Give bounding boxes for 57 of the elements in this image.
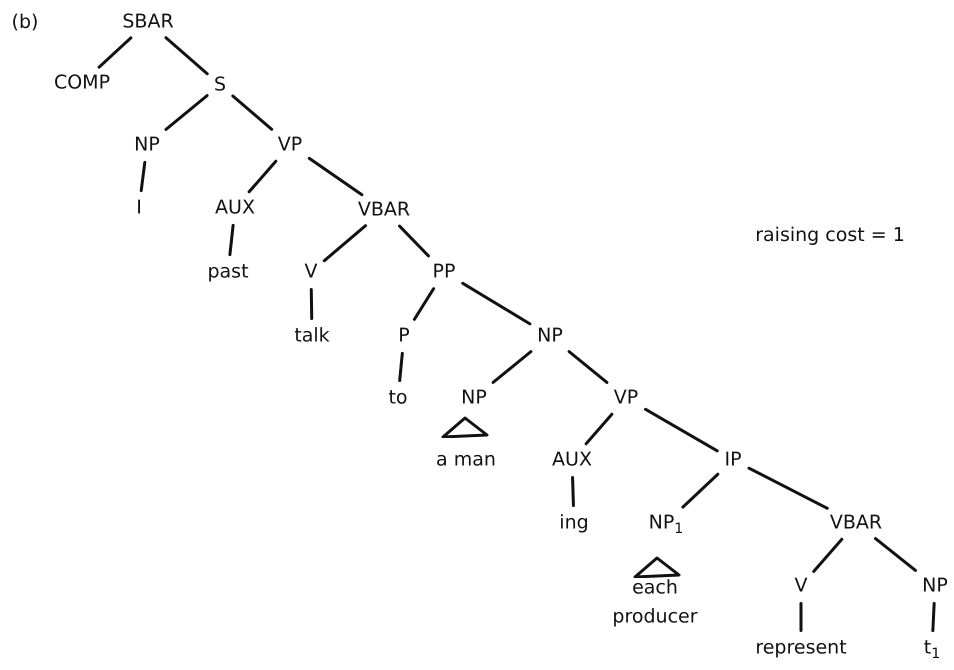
panel-label: (b) [12, 11, 38, 33]
tree-node-label: SBAR [119, 10, 177, 34]
tree-branch [231, 94, 274, 131]
tree-branch [931, 602, 936, 632]
cost-note: raising cost = 1 [755, 224, 905, 246]
tree-branch [248, 160, 278, 194]
tree-node-label: t$_{1}$ [920, 636, 944, 660]
tree-node-label: IP [721, 448, 745, 472]
tree-node-label: P [395, 324, 413, 348]
tree-branch [492, 350, 532, 384]
triangle-symbol [633, 556, 681, 578]
tree-branch [461, 282, 532, 326]
tree-branch [681, 472, 720, 509]
tree-branch [322, 224, 368, 262]
tree-node-label: S [210, 72, 230, 98]
tree-node-label: NP [919, 574, 951, 598]
tree-node-label: NP [458, 386, 490, 410]
tree-node-label: a man [433, 448, 499, 472]
tree-node-label: each producer [602, 572, 708, 632]
tree-node-label: VP [274, 132, 306, 158]
tree-branch [164, 36, 209, 76]
tree-branch [644, 408, 719, 452]
tree-branch [874, 537, 917, 572]
tree-node-label: V [302, 260, 320, 284]
tree-node-label: past [204, 260, 252, 284]
tree-node-label: AUX [212, 196, 258, 220]
tree-branch [812, 538, 844, 573]
tree-node-label: COMP [50, 70, 114, 96]
tree-branch [571, 476, 575, 508]
tree-branch [98, 36, 132, 69]
tree-branch [800, 602, 802, 632]
tree-node-label: NP$_{1}$ [646, 510, 686, 536]
tree-node-label: VP [610, 386, 642, 410]
tree-node-label: VBAR [354, 198, 414, 222]
tree-node-label: PP [430, 260, 458, 284]
tree-node-label: NP [534, 324, 566, 348]
tree-node-label: I [133, 196, 145, 220]
tree-node-label: represent [752, 636, 850, 660]
tree-branch [398, 352, 404, 382]
tree-branch [164, 94, 209, 131]
tree-node-label: AUX [549, 448, 595, 472]
tree-branch [584, 412, 614, 446]
tree-branch [568, 350, 608, 384]
tree-branch [308, 156, 364, 196]
tree-branch [747, 466, 829, 510]
tree-branch [310, 288, 314, 320]
tree-branch [412, 287, 436, 321]
tree-branch [228, 224, 235, 256]
tree-branch [140, 160, 146, 192]
tree-node-label: V [792, 574, 810, 598]
tree-node-label: ing [556, 510, 592, 536]
triangle-symbol [441, 416, 489, 438]
tree-node-label: VBAR [826, 510, 886, 536]
tree-node-label: NP [131, 132, 163, 158]
tree-branch [398, 224, 430, 258]
tree-node-label: talk [291, 324, 333, 348]
tree-node-label: to [385, 386, 411, 410]
